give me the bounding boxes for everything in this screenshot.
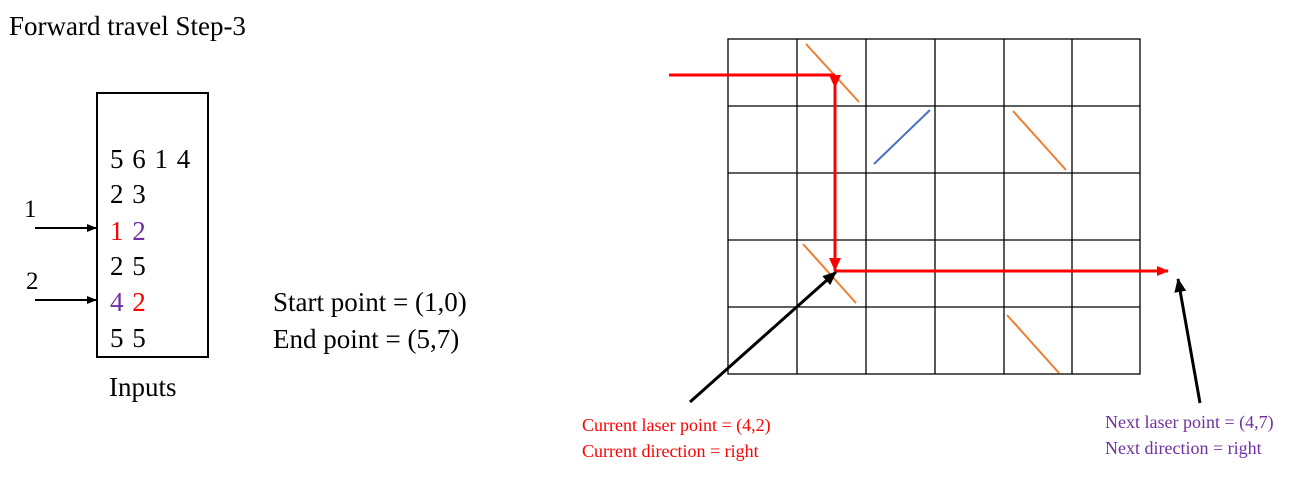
next-direction: Next direction = right (1105, 438, 1262, 458)
input-line: 2 3 (110, 179, 147, 210)
laser-arrowhead-down (829, 258, 841, 271)
mirror-slash (873, 109, 931, 165)
inputs-box: 5 6 1 4 2 3 1 2 2 5 4 2 5 5 (96, 92, 209, 358)
input-token: 2 3 (110, 179, 147, 209)
input-token: 1 (110, 216, 125, 246)
mirror-backslash (1012, 110, 1067, 171)
inputs-caption: Inputs (109, 372, 177, 402)
input-line: 4 2 (110, 287, 147, 318)
next-laser-info: Next laser point = (4,7) Next direction … (1105, 409, 1274, 461)
input-line: 1 2 (110, 216, 147, 247)
input-token: 4 (110, 287, 125, 317)
input-line: 5 5 (110, 323, 147, 354)
end-point-label: End point = (5,7) (273, 324, 460, 354)
input-marker-2: 2 (26, 268, 39, 295)
input-token: 2 5 (110, 251, 147, 281)
next-point-callout-arrow (1174, 278, 1202, 404)
current-direction: Current direction = right (582, 441, 759, 461)
input-token: 2 (132, 287, 147, 317)
input-token: 5 6 1 4 (110, 144, 192, 174)
next-laser-point: Next laser point = (4,7) (1105, 412, 1274, 432)
start-point-label: Start point = (1,0) (273, 287, 467, 317)
current-laser-info: Current laser point = (4,2) Current dire… (582, 412, 771, 464)
input-line: 2 5 (110, 251, 147, 282)
mirror-backslash (1006, 314, 1060, 374)
laser-arrowhead-down (829, 75, 841, 88)
input-token: 2 (132, 216, 147, 246)
input-marker-1: 1 (24, 196, 37, 223)
mirror-backslash (805, 43, 860, 103)
input-line: 5 6 1 4 (110, 144, 191, 175)
input-token: 5 5 (110, 323, 147, 353)
laser-grid (727, 38, 1141, 375)
page-title: Forward travel Step-3 (9, 11, 246, 41)
current-laser-point: Current laser point = (4,2) (582, 415, 771, 435)
current-point-callout-arrow (689, 270, 837, 404)
